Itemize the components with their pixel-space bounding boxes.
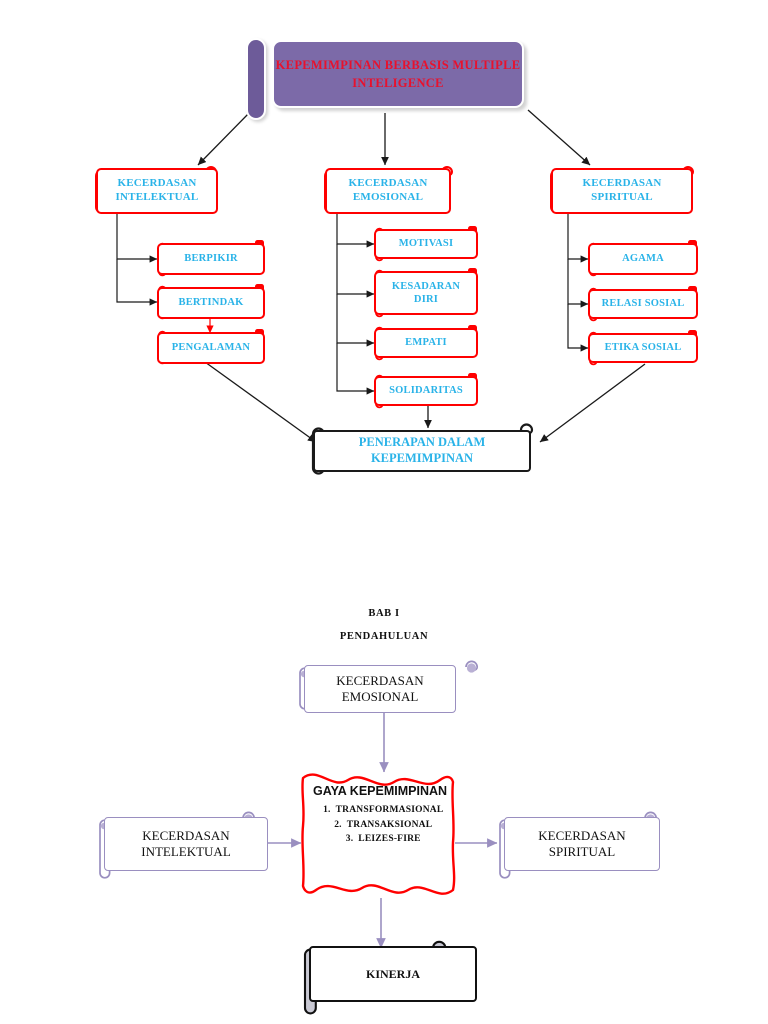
node-relasi-sosial[interactable]: RELASI SOSIAL bbox=[588, 289, 698, 319]
gaya-item-text: TRANSAKSIONAL bbox=[346, 819, 433, 830]
node-kesadaran-diri[interactable]: KESADARAN DIRI bbox=[374, 271, 478, 315]
arrow-pengalaman-to-penerapan bbox=[204, 361, 317, 443]
node-label: KECERDASAN INTELEKTUAL bbox=[115, 177, 199, 203]
node-label: BERPIKIR bbox=[184, 253, 238, 265]
node-label: KECERDASAN EMOSIONAL bbox=[348, 177, 428, 203]
gaya-item: 2. TRANSAKSIONAL bbox=[300, 818, 460, 832]
node-label: KESADARAN DIRI bbox=[391, 280, 461, 305]
arrow-etikasosial-to-penerapan bbox=[539, 363, 646, 443]
node-kecerdasan-intelektual[interactable]: KECERDASAN INTELEKTUAL bbox=[96, 168, 218, 214]
arrow-spiritual-to-etika bbox=[567, 304, 589, 352]
arrow-spiritual-to-agama bbox=[567, 213, 589, 263]
node-label: PENGALAMAN bbox=[171, 342, 251, 354]
node-bottom-kecerdasan-emosional[interactable]: KECERDASAN EMOSIONAL bbox=[304, 665, 456, 713]
node-motivasi[interactable]: MOTIVASI bbox=[374, 229, 478, 259]
node-label: KECERDASAN EMOSIONAL bbox=[336, 672, 424, 704]
gaya-item-list: 1. TRANSFORMASIONAL 2. TRANSAKSIONAL 3. LEI… bbox=[300, 803, 460, 846]
arrow-intelektual-to-berpikir bbox=[116, 213, 158, 263]
node-label: SOLIDARITAS bbox=[389, 385, 463, 397]
node-kecerdasan-spiritual[interactable]: KECERDASAN SPIRITUAL bbox=[551, 168, 693, 214]
node-bertindak[interactable]: BERTINDAK bbox=[157, 287, 265, 319]
node-bottom-kecerdasan-intelektual[interactable]: KECERDASAN INTELEKTUAL bbox=[104, 817, 268, 871]
node-label: RELASI SOSIAL bbox=[601, 298, 685, 310]
node-label: BERTINDAK bbox=[178, 297, 244, 309]
gaya-item-text: LEIZES-FIRE bbox=[358, 833, 421, 844]
gaya-item: 3. LEIZES-FIRE bbox=[300, 832, 460, 846]
node-penerapan-dalam-kepemimpinan[interactable]: PENERAPAN DALAM KEPEMIMPINAN bbox=[313, 430, 531, 472]
node-label: ETIKA SOSIAL bbox=[604, 342, 682, 354]
title-scroll-roll bbox=[246, 38, 266, 120]
node-label: KECERDASAN INTELEKTUAL bbox=[141, 827, 231, 859]
arrow-title-to-spiritual bbox=[527, 109, 591, 166]
node-gaya-kepemimpinan[interactable]: GAYA KEPEMIMPINAN 1. TRANSFORMASIONAL 2. T… bbox=[300, 782, 460, 846]
node-pengalaman[interactable]: PENGALAMAN bbox=[157, 332, 265, 364]
node-kecerdasan-emosional[interactable]: KECERDASAN EMOSIONAL bbox=[325, 168, 451, 214]
node-label: PENERAPAN DALAM KEPEMIMPINAN bbox=[358, 435, 486, 465]
arrow-emosional-to-solidaritas bbox=[336, 343, 375, 395]
node-label: MOTIVASI bbox=[398, 238, 454, 250]
node-label: AGAMA bbox=[622, 253, 664, 265]
gaya-item-text: TRANSFORMASIONAL bbox=[335, 805, 444, 816]
arrow-title-to-intelektual bbox=[197, 109, 253, 166]
gaya-item-number: 1. bbox=[323, 805, 331, 816]
node-label: KECERDASAN SPIRITUAL bbox=[538, 827, 626, 859]
node-berpikir[interactable]: BERPIKIR bbox=[157, 243, 265, 275]
gaya-item-number: 2. bbox=[334, 819, 342, 830]
node-label: KECERDASAN SPIRITUAL bbox=[582, 177, 662, 203]
gaya-item: 1. TRANSFORMASIONAL bbox=[300, 803, 460, 817]
node-label: KINERJA bbox=[365, 966, 420, 981]
chapter-subtitle: PENDAHULUAN bbox=[339, 631, 429, 642]
node-bottom-kecerdasan-spiritual[interactable]: KECERDASAN SPIRITUAL bbox=[504, 817, 660, 871]
title-box: KEPEMIMPINAN BERBASIS MULTIPLE INTELIGEN… bbox=[272, 40, 524, 108]
arrow-spiritual-to-relasi bbox=[567, 259, 589, 308]
node-empati[interactable]: EMPATI bbox=[374, 328, 478, 358]
node-etika-sosial[interactable]: ETIKA SOSIAL bbox=[588, 333, 698, 363]
chapter-heading: BAB I bbox=[368, 608, 400, 619]
gaya-item-number: 3. bbox=[345, 833, 354, 844]
gaya-title: GAYA KEPEMIMPINAN bbox=[312, 784, 448, 798]
arrow-emosional-to-empati bbox=[336, 294, 375, 347]
arrow-emosional-to-motivasi bbox=[336, 213, 375, 248]
title-label: KEPEMIMPINAN BERBASIS MULTIPLE INTELIGEN… bbox=[275, 57, 521, 90]
node-agama[interactable]: AGAMA bbox=[588, 243, 698, 275]
node-label: EMPATI bbox=[405, 337, 447, 349]
arrow-emosional-to-kesadaran bbox=[336, 244, 375, 298]
arrow-intelektual-to-bertindak bbox=[116, 259, 158, 306]
node-kinerja[interactable]: KINERJA bbox=[309, 946, 477, 1002]
node-solidaritas[interactable]: SOLIDARITAS bbox=[374, 376, 478, 406]
